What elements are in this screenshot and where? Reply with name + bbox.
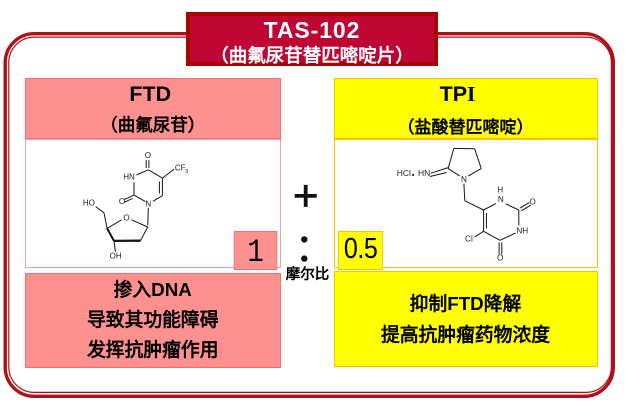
svg-text:NH: NH [516,226,528,235]
svg-text:HCl: HCl [397,167,411,177]
svg-text:HN: HN [418,167,430,177]
svg-text:N: N [461,175,467,184]
svg-text:O: O [119,197,125,206]
svg-text:O: O [529,197,535,206]
svg-text:O: O [123,213,129,222]
svg-text:H: H [497,185,503,194]
svg-text:HO: HO [83,198,95,207]
svg-text:CF: CF [175,163,186,172]
svg-text:OH: OH [110,251,122,260]
svg-text:HN: HN [123,172,135,181]
svg-text:N: N [498,194,504,203]
svg-text:O: O [145,151,151,160]
svg-text:N: N [145,199,151,208]
svg-text:O: O [497,253,503,262]
svg-text:3: 3 [185,169,188,175]
svg-text:Cl: Cl [465,234,473,243]
